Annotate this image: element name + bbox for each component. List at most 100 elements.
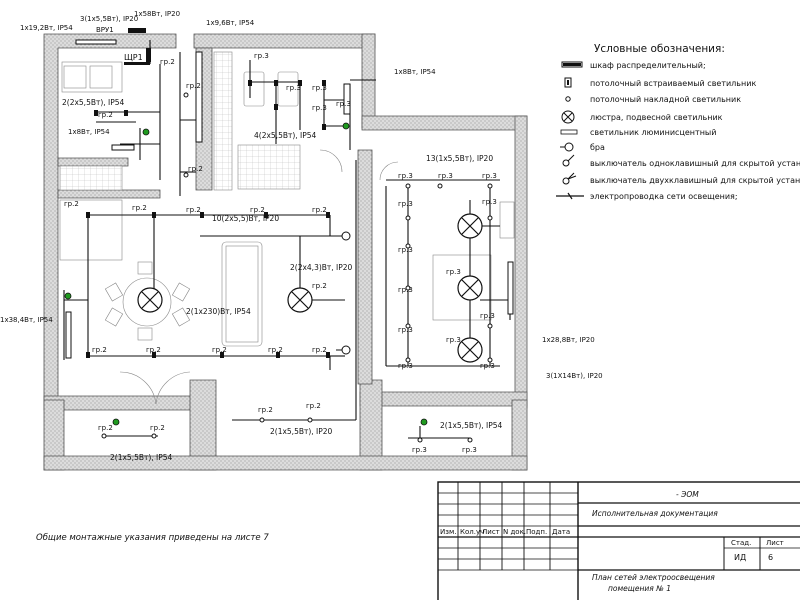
group-tag: гр.2	[150, 424, 165, 432]
legend-item: люстра, подвесной светильник	[590, 113, 723, 122]
group-tag: гр.2	[312, 206, 327, 214]
label-l12: 10(2х5,5)Вт, IP20	[212, 214, 279, 223]
legend: Условные обозначения: шкаф распределител…	[556, 43, 800, 201]
group-tag: гр.3	[398, 200, 413, 208]
group-tag: гр.3	[398, 362, 413, 370]
distribution-panels	[124, 28, 151, 65]
group-tag: гр.2	[312, 282, 327, 290]
stamp-stage: ИД	[734, 553, 746, 562]
stamp-header: Изм.	[440, 528, 456, 536]
label-l09: 1х8Вт, IP54	[68, 128, 110, 136]
panel-icon-fill	[563, 63, 581, 66]
group-tag: гр.3	[398, 246, 413, 254]
label-l01: 1х19,2Вт, IP54	[20, 24, 73, 32]
group-tag: гр.3	[480, 312, 495, 320]
group-tag: гр.3	[312, 84, 327, 92]
stamp-title-1: План сетей электроосвещения	[592, 573, 715, 582]
building-walls	[43, 33, 528, 471]
wall-sconces	[336, 231, 351, 355]
sconce-icon	[560, 142, 574, 152]
label-l16: 2(1х5,5Вт), IP20	[270, 427, 333, 436]
stamp-header: N док.	[503, 528, 526, 536]
recessed-lights	[86, 80, 330, 358]
label-l05: ЩР1	[124, 53, 143, 62]
label-l14: 2(1х230)Вт, IP54	[186, 307, 251, 316]
group-tag: гр.2	[92, 346, 107, 354]
stamp-doc-type: Исполнительная документация	[592, 509, 718, 518]
switches	[64, 122, 428, 426]
general-note: Общие монтажные указания приведены на ли…	[36, 533, 269, 543]
group-tag: гр.2	[212, 346, 227, 354]
stamp-title-2: помещения № 1	[608, 584, 671, 593]
title-block-text: - ЭОМ Исполнительная документация Изм. К…	[440, 490, 784, 593]
surface-light-icon	[565, 96, 571, 102]
group-tag: гр.3	[412, 446, 427, 454]
label-l18: 2(1х5,5Вт), IP54	[440, 421, 503, 430]
surface-lights	[101, 92, 493, 443]
label-l02: 3(1х5,5Вт), IP20	[80, 15, 138, 23]
group-tag: гр.3	[254, 52, 269, 60]
group-tag: гр.2	[160, 58, 175, 66]
label-l10: 4(2х5,5Вт), IP54	[254, 131, 317, 140]
legend-item: выключатель двухклавишный для скрытой ус…	[590, 176, 800, 185]
group-tag: гр.3	[312, 104, 327, 112]
label-l20: 3(1Х14Вт), IP20	[546, 372, 603, 380]
label-l07: 1х8Вт, IP54	[394, 68, 436, 76]
group-tag: гр.2	[146, 346, 161, 354]
label-l06: 1х9,6Вт, IP54	[206, 19, 255, 27]
group-tags: гр.2 гр.2 гр.2 гр.2 гр.2 гр.2 гр.2 гр.2 …	[64, 52, 497, 454]
title-block	[437, 481, 800, 600]
group-tag: гр.2	[188, 165, 203, 173]
group-tag: гр.3	[398, 172, 413, 180]
group-tag: гр.3	[438, 172, 453, 180]
stamp-code: - ЭОМ	[676, 490, 699, 499]
label-l08: 2(2х5,5Вт), IP54	[62, 98, 125, 107]
group-tag: гр.2	[312, 346, 327, 354]
legend-title: Условные обозначения:	[594, 43, 725, 55]
group-tag: гр.3	[336, 100, 351, 108]
wiring	[63, 40, 512, 440]
label-l11: 13(1х5,5Вт), IP20	[426, 154, 493, 163]
group-tag: гр.3	[398, 286, 413, 294]
stamp-stage-header: Стад.	[731, 539, 751, 547]
group-tag: гр.2	[64, 200, 79, 208]
group-tag: гр.3	[446, 336, 461, 344]
furniture	[59, 51, 515, 405]
single-switch-icon	[562, 154, 575, 167]
label-l19: 1х28,8Вт, IP20	[542, 336, 595, 344]
group-tag: гр.2	[268, 346, 283, 354]
group-tag: гр.3	[480, 362, 495, 370]
group-tag: гр.2	[98, 111, 113, 119]
label-l03: 1х58Вт, IP20	[134, 10, 180, 18]
legend-item: шкаф распределительный;	[590, 61, 706, 70]
label-l13: 2(2х4,3)Вт, IP20	[290, 263, 353, 272]
stamp-header: Дата	[552, 528, 570, 536]
stamp-header: Кол.уч	[460, 528, 484, 536]
group-tag: гр.3	[446, 268, 461, 276]
wiring-icon	[556, 192, 584, 200]
group-tag: гр.2	[250, 206, 265, 214]
group-tag: гр.2	[186, 206, 201, 214]
legend-item: электропроводка сети освещения;	[590, 192, 738, 201]
legend-item: бра	[590, 143, 605, 152]
chandelier-icon	[561, 110, 575, 124]
group-tag: гр.3	[482, 198, 497, 206]
group-tag: гр.2	[132, 204, 147, 212]
legend-item: светильник люминисцентный	[590, 128, 716, 137]
group-tag: гр.2	[98, 424, 113, 432]
fluorescent-icon	[560, 129, 578, 135]
stamp-header: Лист	[482, 528, 500, 536]
group-tag: гр.3	[286, 84, 301, 92]
fluorescent-lights	[65, 39, 514, 359]
stamp-sheet: 6	[768, 553, 773, 562]
double-switch-icon	[562, 172, 577, 185]
group-tag: гр.2	[306, 402, 321, 410]
group-tag: гр.3	[462, 446, 477, 454]
stamp-sheet-header: Лист	[766, 539, 784, 547]
chandeliers	[137, 213, 483, 363]
group-tag: гр.3	[398, 326, 413, 334]
group-tag: гр.2	[186, 82, 201, 90]
label-l15: 1х38,4Вт, IP54	[0, 316, 53, 324]
label-l17: 2(1х5,5Вт), IP54	[110, 453, 173, 462]
